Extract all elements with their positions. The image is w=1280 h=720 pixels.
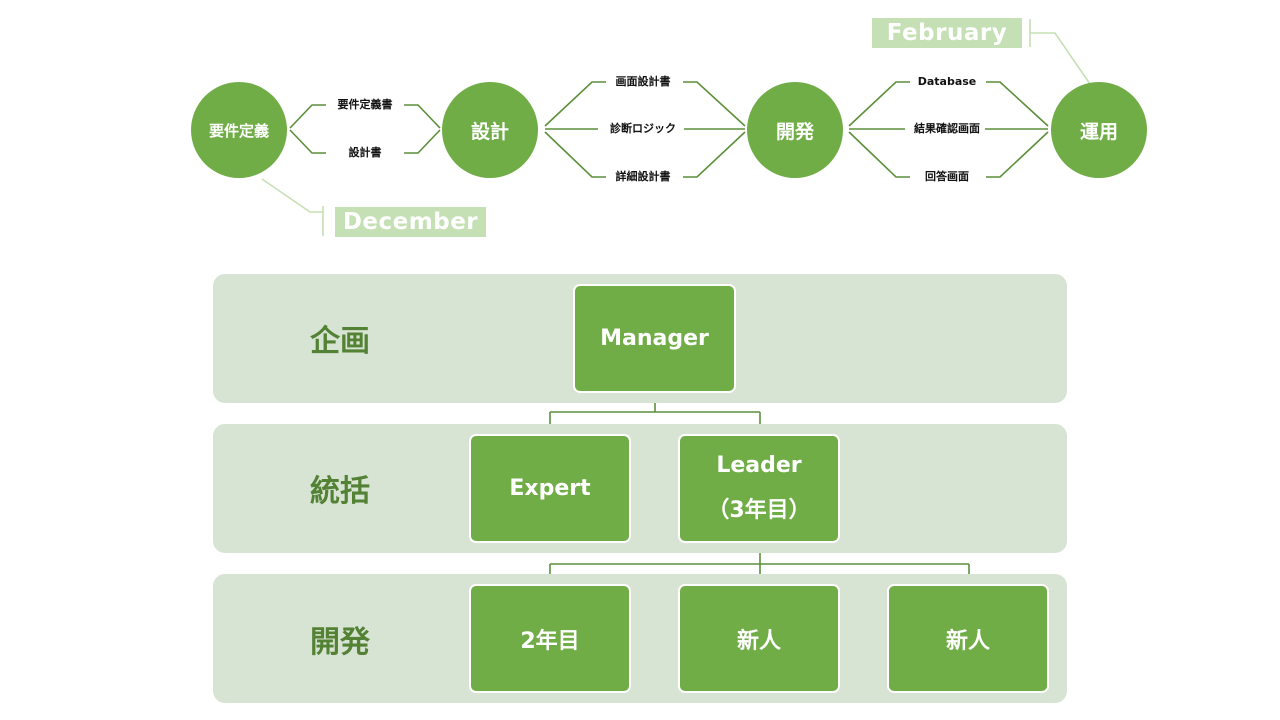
- role-manager-label: Manager: [600, 326, 709, 351]
- callout-leader: [261, 178, 323, 213]
- deliverable-label: 結果確認画面: [914, 122, 980, 135]
- role-newcomer: 新人: [887, 584, 1049, 693]
- connector-line: [544, 81, 606, 127]
- role-second-year-label: 2年目: [520, 628, 580, 654]
- level-label-development: 開発: [310, 625, 370, 660]
- connector-line: [404, 129, 441, 154]
- band-integration: [213, 424, 1067, 553]
- connector-line: [848, 131, 910, 178]
- connector-line: [289, 129, 326, 154]
- deliverable-label: 回答画面: [925, 170, 969, 183]
- role-second-year: 2年目: [469, 584, 631, 693]
- level-label-planning: 企画: [310, 324, 370, 359]
- phase-operation: 運用: [1051, 82, 1147, 178]
- role-newcomer-label: 新人: [736, 628, 781, 654]
- role-newcomer: 新人: [678, 584, 840, 693]
- role-leader-note: （3年目）: [707, 498, 811, 523]
- level-label-integration: 統括: [310, 474, 370, 509]
- role-leader-label: Leader: [716, 453, 802, 478]
- connector-line: [289, 104, 326, 129]
- connector-line: [404, 104, 441, 129]
- deliverable-label: Database: [917, 75, 977, 88]
- phase-design: 設計: [442, 82, 538, 178]
- deliverable-label: 画面設計書: [615, 75, 671, 88]
- role-leader: Leader （3年目）: [678, 434, 840, 543]
- milestone-end-callout: February: [872, 18, 1022, 48]
- callout-leader: [1030, 32, 1091, 85]
- connector-line: [544, 131, 606, 178]
- deliverable-label: 診断ロジック: [610, 122, 676, 135]
- role-manager: Manager: [573, 284, 736, 393]
- phase-development: 開発: [747, 82, 843, 178]
- connector-line: [986, 81, 1049, 127]
- role-newcomer-label: 新人: [945, 628, 990, 654]
- connector-line: [986, 131, 1049, 178]
- connector-line: [683, 131, 746, 178]
- phase-requirements: 要件定義: [191, 82, 287, 178]
- role-expert-label: Expert: [509, 476, 591, 501]
- connector-line: [683, 81, 746, 127]
- connector-line: [848, 81, 910, 127]
- role-expert: Expert: [469, 434, 631, 543]
- deliverable-label: 要件定義書: [337, 98, 393, 111]
- deliverable-label: 設計書: [348, 146, 382, 159]
- milestone-start-callout: December: [335, 207, 486, 237]
- deliverable-label: 詳細設計書: [615, 170, 671, 183]
